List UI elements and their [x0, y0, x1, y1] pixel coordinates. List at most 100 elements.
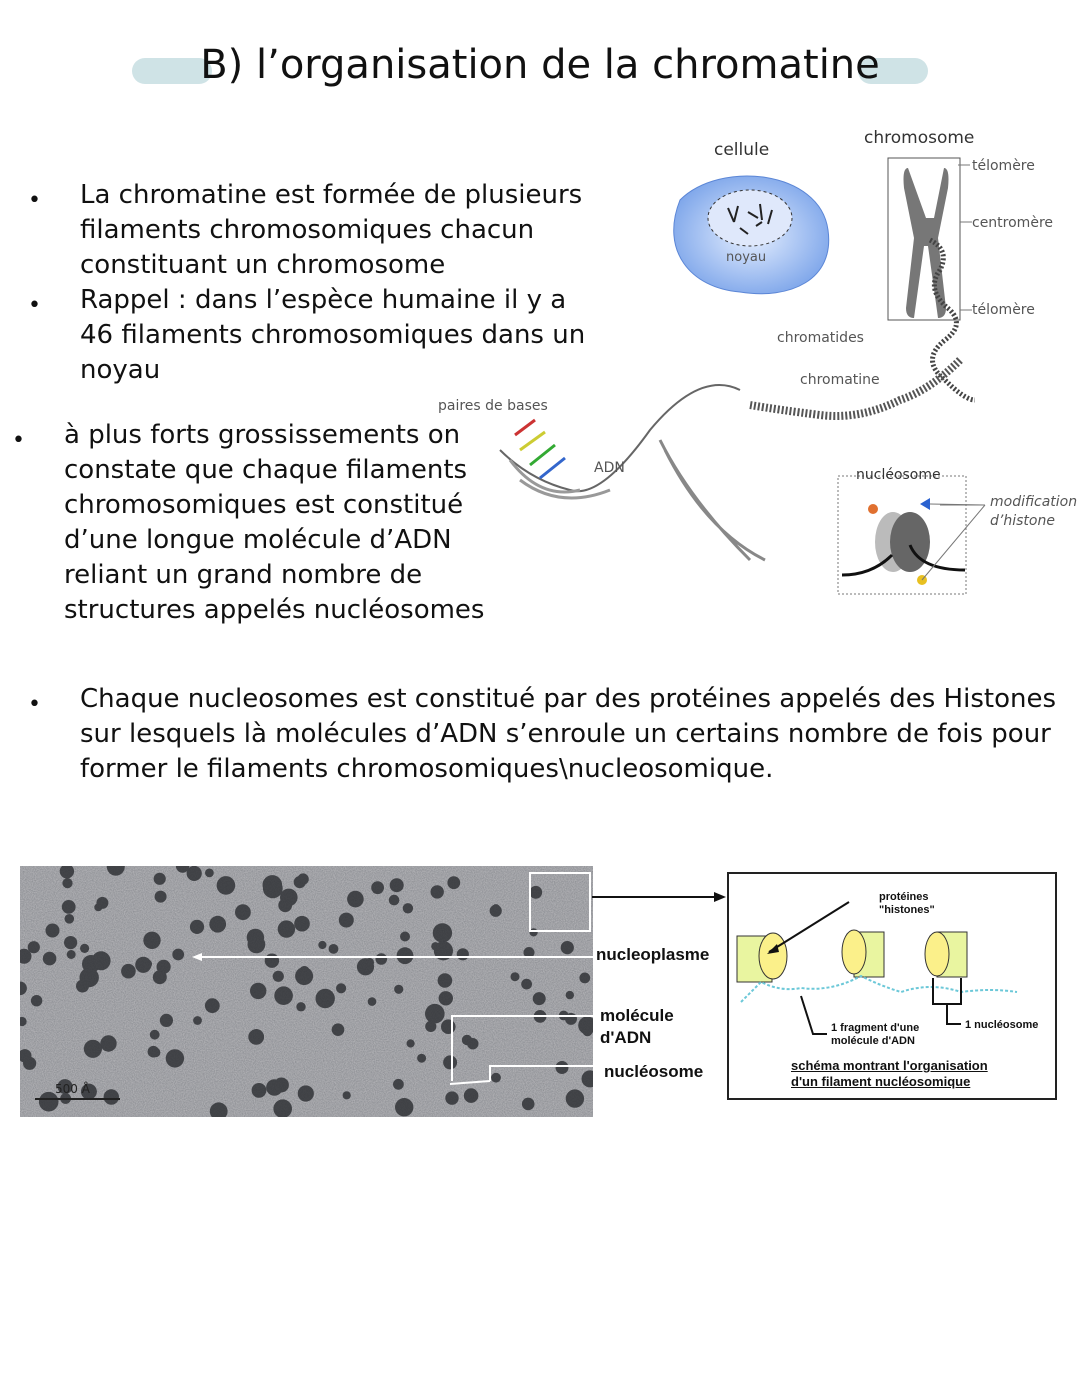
nucleosome-blob: [432, 923, 453, 943]
nucleosome-blob: [103, 1089, 120, 1105]
label-molecule: molécule: [600, 1006, 674, 1025]
chromatin-diagram: [499, 157, 986, 595]
nucleosome-blob: [42, 951, 57, 966]
nucleosome-blob: [23, 1056, 37, 1070]
label-adn-micro: d'ADN: [600, 1028, 652, 1047]
label-nucleoplasme: nucleoplasme: [596, 945, 710, 964]
nucleosome-blob: [342, 1091, 351, 1100]
schema-caption-2: d'un filament nucléosomique: [791, 1074, 971, 1089]
nucleosome-blob: [447, 876, 461, 890]
nucleosome-blob: [521, 978, 532, 990]
nucleosome-blob: [154, 890, 167, 903]
nucleosome-blob: [64, 914, 75, 924]
nucleosome-blob: [523, 947, 535, 958]
nucleosome-blob: [293, 876, 306, 889]
nucleosome-blob: [336, 983, 347, 994]
label-un-nucleosome: 1 nucléosome: [965, 1019, 1039, 1031]
nucleosome-blob: [417, 1053, 427, 1063]
nucleosome-blob: [262, 875, 283, 895]
nucleosome-blob: [264, 953, 280, 968]
base-pairs: [514, 418, 566, 480]
label-cellule: cellule: [714, 140, 770, 160]
nucleosome-blob: [425, 1003, 445, 1024]
label-noyau: noyau: [726, 250, 767, 265]
nucleosome-blob: [143, 931, 161, 949]
nucleosome-blob: [216, 876, 236, 895]
nucleosome-blob: [274, 986, 293, 1005]
title-decoration-right: [858, 58, 928, 84]
label-nucleosome: nucléosome: [856, 467, 941, 483]
nucleosome-blob: [45, 923, 60, 938]
nucleosome-blob: [250, 982, 267, 1000]
nucleosome-blob: [395, 1098, 414, 1117]
nucleosome-blob: [153, 872, 166, 885]
label-nucleosome-micro: nucléosome: [604, 1062, 704, 1081]
nucleosome-blob: [66, 950, 76, 959]
label-histones: "histones": [879, 904, 935, 916]
nucleosome-blob: [20, 1016, 27, 1027]
nucleosome-blob: [555, 1061, 569, 1074]
nucleosome-blob: [389, 878, 404, 893]
nucleosome-blob: [235, 904, 251, 921]
label-centromere: centromère: [972, 215, 1053, 231]
nucleosome-blob: [560, 941, 574, 955]
nucleosome-blob: [20, 948, 32, 964]
nucleosome-blob: [76, 979, 89, 993]
nucleosome-blob: [209, 915, 227, 933]
nucleosome-blob: [456, 948, 469, 961]
nucleosome-blob: [430, 885, 444, 899]
bullet-icon: •: [28, 692, 41, 717]
nucleosome-blob: [106, 866, 125, 876]
title-decoration-left: [132, 58, 212, 84]
nucleosome-blob: [406, 1039, 415, 1048]
bullet-grossissement: à plus forts grossissements on constate …: [64, 420, 485, 625]
nucleosome-blob: [61, 900, 76, 914]
nucleosome-blob: [425, 1020, 437, 1032]
nucleosome-blob: [156, 959, 171, 974]
nucleosome-blob: [165, 1049, 185, 1068]
label-chromatides: chromatides: [777, 330, 864, 346]
nucleosome-blob: [38, 1091, 59, 1112]
label-proteines: protéines: [879, 891, 929, 903]
nucleosome-blob: [57, 1079, 73, 1095]
nucleosome-blob: [489, 904, 502, 917]
nucleosome-blob: [532, 992, 546, 1006]
nucleosome-blob: [279, 1078, 289, 1088]
nucleosome-blob: [278, 898, 293, 913]
nucleosome-blob: [100, 1035, 117, 1052]
nucleosome-blob: [565, 1089, 585, 1108]
label-modification: modification: [990, 494, 1078, 510]
bullet-rappel: Rappel : dans l’espèce humaine il y a 46…: [80, 285, 586, 385]
nucleosome-schema: protéines "histones" 1 fragment d'une mo…: [727, 872, 1057, 1100]
nucleosome-blob: [396, 947, 414, 965]
nucleosome-blob: [147, 1045, 160, 1058]
nucleosome-blob: [510, 972, 520, 982]
bullet-icon: •: [12, 428, 25, 453]
nucleosome-blob: [441, 1019, 456, 1034]
nucleosome-blob: [431, 942, 440, 951]
nucleosome-blob: [296, 1002, 306, 1012]
nucleosome-blob: [331, 1023, 345, 1036]
nucleosome-blob: [297, 1085, 314, 1102]
nucleosome-blob: [394, 984, 404, 994]
label-fragment-1: 1 fragment d'une: [831, 1022, 920, 1034]
nucleosome-blob: [96, 896, 109, 909]
electron-micrograph: [20, 866, 593, 1117]
nucleosome-blob: [277, 920, 296, 938]
nucleosome-blob: [266, 1079, 283, 1096]
nucleosome-blob: [582, 1026, 593, 1037]
nucleosome-blob: [400, 931, 410, 942]
nucleosome-blob: [365, 957, 375, 967]
nucleosome-blob: [297, 969, 313, 985]
nucleosome-blob: [273, 1099, 292, 1117]
nucleosome-blob: [59, 866, 75, 879]
nucleosome-blob: [328, 944, 339, 954]
nucleosome-blob: [175, 866, 190, 873]
nucleosome-blob: [189, 919, 205, 934]
label-fragment-2: molécule d'ADN: [831, 1035, 915, 1047]
nucleosome-blob: [27, 941, 40, 954]
nucleosome-blob: [30, 995, 43, 1007]
nucleosome-blob: [91, 951, 111, 971]
nucleosome-blob: [62, 878, 73, 889]
